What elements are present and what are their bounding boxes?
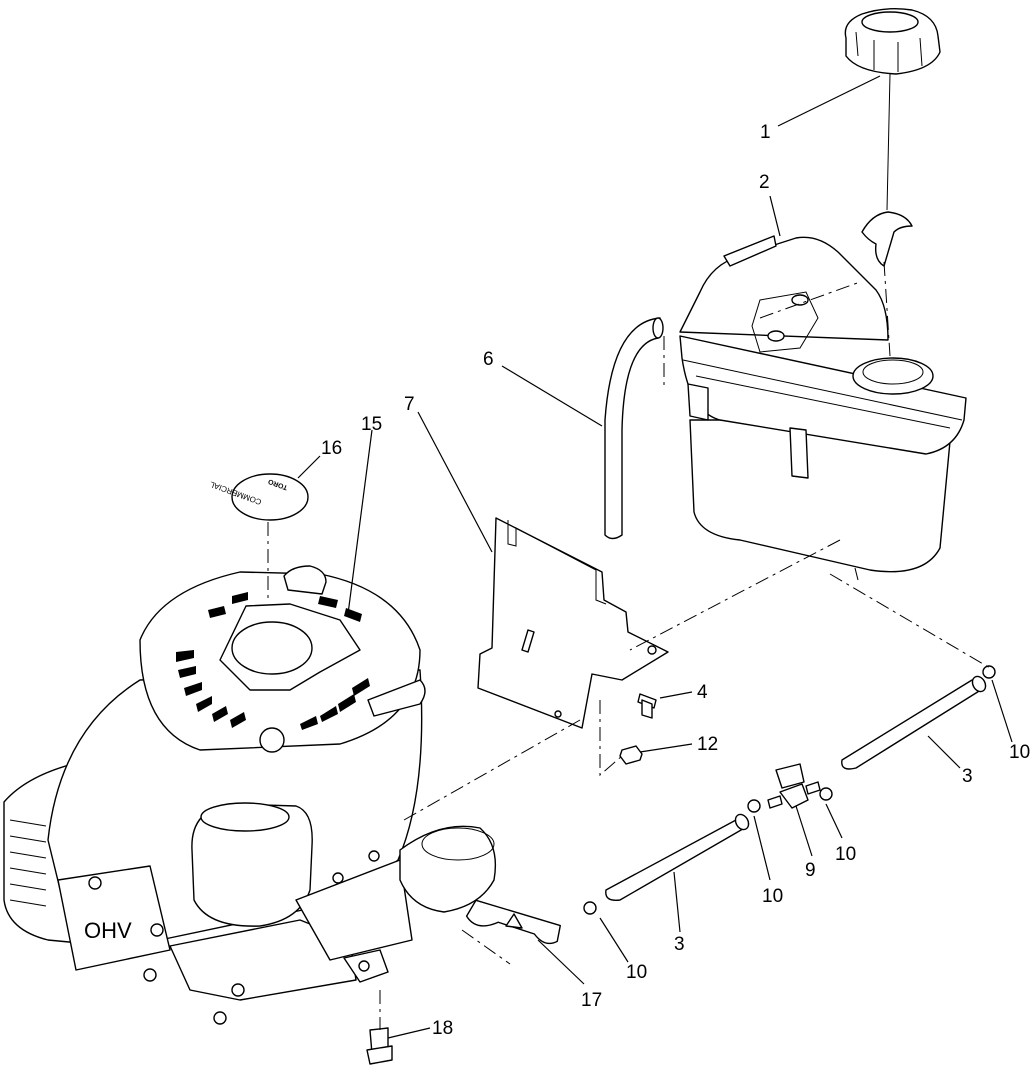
- bolt-4: [637, 693, 657, 719]
- callout-2: 2: [759, 172, 770, 193]
- fuel-cap: [844, 7, 941, 267]
- callout-10-right: 10: [835, 844, 856, 865]
- callout-9: 9: [805, 860, 816, 881]
- nut-12: [619, 745, 643, 765]
- warning-decal: [465, 899, 561, 945]
- callout-10-far-right: 10: [1009, 742, 1030, 763]
- callout-6: 6: [483, 349, 494, 370]
- callout-numbers: 1 2 6 7 15 16 4 12 10 3 10 9 10 3 10 17 …: [321, 122, 1030, 1039]
- tank-bracket: [477, 517, 669, 729]
- engine: OHV: [3, 565, 497, 1025]
- callout-7: 7: [404, 394, 415, 415]
- engine-ohv-mark: OHV: [84, 918, 132, 943]
- callout-1: 1: [760, 122, 771, 143]
- vent-hose: [604, 317, 664, 540]
- callout-18: 18: [432, 1018, 453, 1039]
- clamps-10: [583, 665, 996, 915]
- commercial-decal: COMMERCIAL TORO: [208, 473, 309, 521]
- callout-3-lower: 3: [674, 934, 685, 955]
- callout-10-left: 10: [626, 962, 647, 983]
- callout-3-upper: 3: [962, 766, 973, 787]
- callout-10-middle: 10: [762, 886, 783, 907]
- alignment-lines: [267, 261, 991, 1030]
- shutoff-valve-9: [767, 763, 821, 809]
- callout-15: 15: [361, 414, 382, 435]
- hose-3-lower: [605, 813, 750, 901]
- shroud-fins: [176, 592, 370, 730]
- callout-16: 16: [321, 438, 342, 459]
- fuel-tank: [679, 235, 967, 581]
- hose-3-upper: [841, 675, 987, 770]
- callout-12: 12: [697, 734, 718, 755]
- bolt-18: [366, 1027, 393, 1065]
- callout-4: 4: [697, 682, 708, 703]
- leader-lines: [297, 75, 1013, 1039]
- callout-17: 17: [581, 990, 602, 1011]
